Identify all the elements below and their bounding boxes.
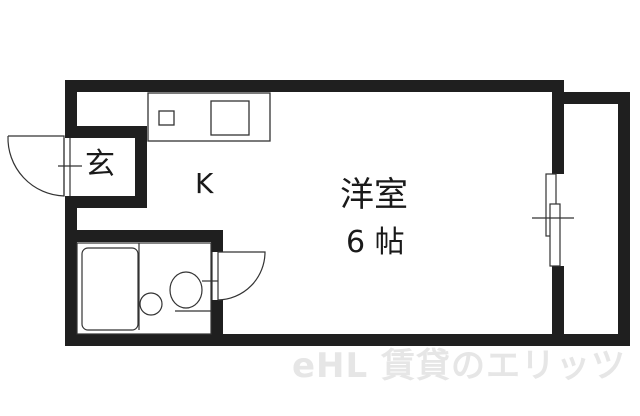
kitchen-label: K (195, 167, 214, 200)
balcony-sliding-door (532, 173, 574, 267)
walls (65, 80, 630, 346)
entrance-door (7, 135, 82, 197)
watermark: eHL 賃貸のエリッツ (292, 346, 627, 386)
kitchen-counter (147, 92, 271, 142)
western-room-size: 6 帖 (346, 225, 405, 260)
entrance-label: 玄 (85, 147, 115, 182)
bathroom-door (211, 251, 266, 301)
bathroom (76, 242, 218, 335)
western-room-label: 洋室 (340, 175, 408, 215)
